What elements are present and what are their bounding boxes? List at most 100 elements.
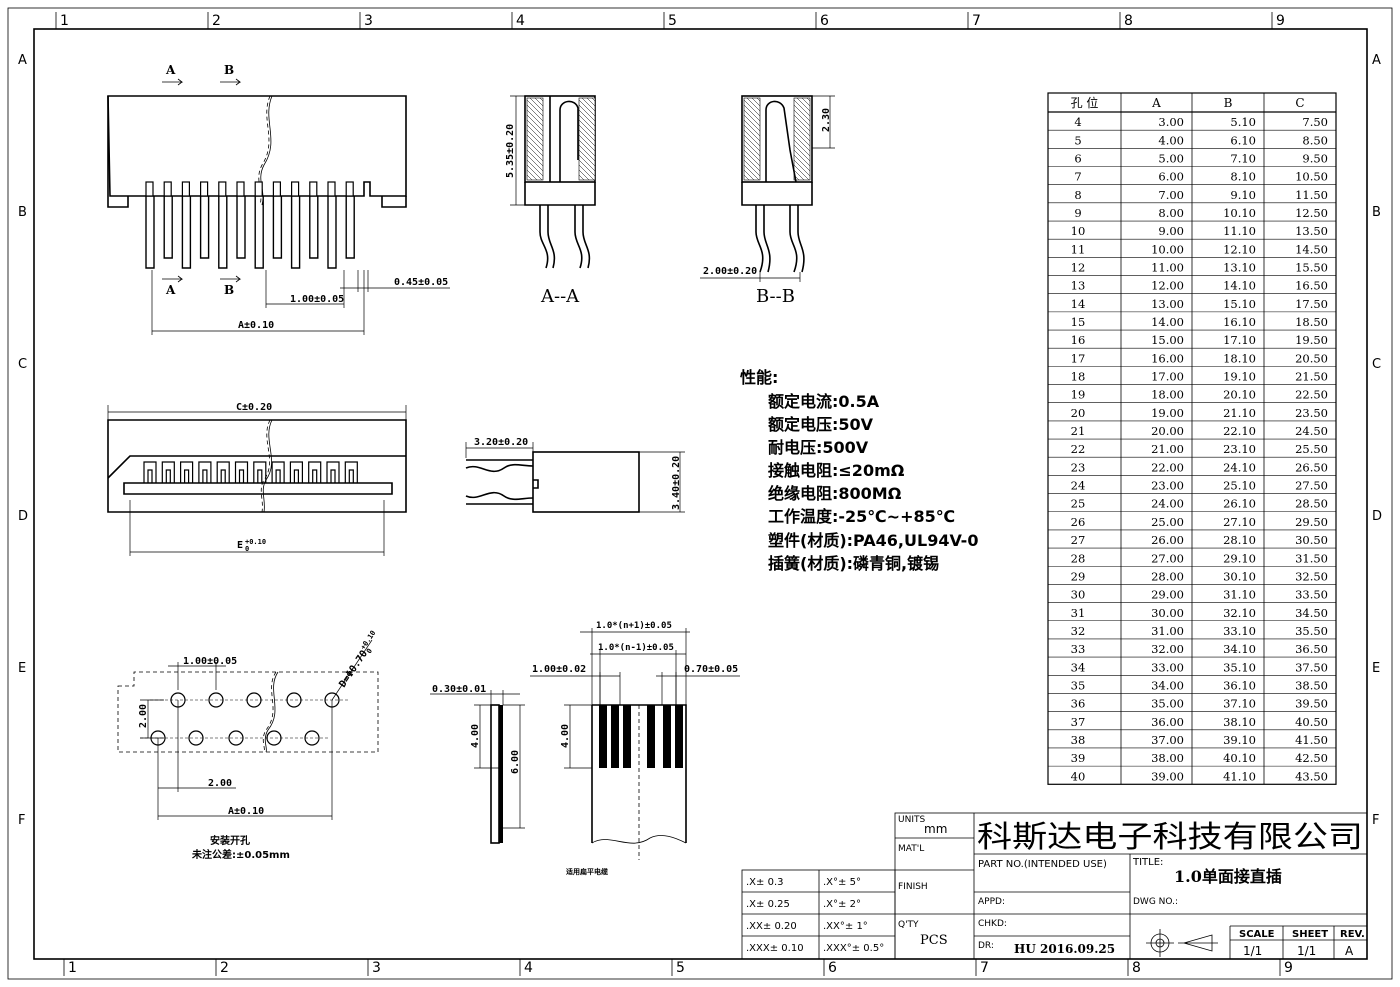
- table-cell: 6: [1074, 152, 1081, 166]
- spec-line: 额定电流:0.5A: [768, 392, 880, 411]
- table-cell: 40: [1071, 769, 1086, 783]
- ffc-conductors: [599, 705, 683, 768]
- frame-col-label: 6: [828, 960, 837, 976]
- table-cell: 18.00: [1151, 388, 1184, 402]
- dim-pcb-200h: 2.00: [208, 778, 232, 789]
- dim-c: C±0.20: [236, 402, 272, 413]
- table-cell: 10.00: [1151, 242, 1184, 256]
- ffc-conductor: [623, 705, 631, 768]
- fpc-note: 适用扁平电缆: [566, 867, 608, 876]
- hatch-line: [743, 114, 761, 132]
- hatch-line: [743, 109, 761, 127]
- table-cell: 34.10: [1223, 642, 1256, 656]
- pin-slot: [254, 181, 263, 197]
- frame-row-label: B: [18, 205, 27, 220]
- table-cell: 21.10: [1223, 406, 1256, 420]
- table-cell: 38.10: [1223, 715, 1256, 729]
- pin-slot: [291, 181, 300, 197]
- table-cell: 22.00: [1151, 460, 1184, 474]
- fpc-n-plus-1: 1.0*(n+1)±0.05: [596, 621, 672, 631]
- table-cell: 36.50: [1295, 642, 1328, 656]
- hatch-line: [793, 124, 811, 142]
- table-cell: 12: [1071, 261, 1086, 275]
- hatch-line: [793, 164, 810, 181]
- hatch-line: [578, 144, 596, 162]
- pin: [145, 196, 155, 269]
- scale-label: SCALE: [1239, 929, 1275, 940]
- table-cell: 37: [1071, 715, 1086, 729]
- hatch-line: [793, 129, 811, 147]
- table-cell: 16.50: [1295, 279, 1328, 293]
- hatch-line: [534, 97, 544, 107]
- rev-value: A: [1345, 944, 1354, 958]
- dim-pcb-pitch: 1.00±0.05: [183, 656, 237, 667]
- table-cell: 27.10: [1223, 515, 1256, 529]
- section-b-b-title: B--B: [756, 286, 795, 307]
- hatch-line: [751, 97, 761, 107]
- table-cell: 11: [1071, 242, 1086, 256]
- table-cell: 9.00: [1158, 224, 1184, 238]
- table-cell: 26.10: [1223, 497, 1256, 511]
- table-cell: 29.50: [1295, 515, 1328, 529]
- frame-col-label: 5: [676, 960, 685, 976]
- hatch-line: [578, 154, 596, 172]
- table-cell: 10: [1071, 224, 1086, 238]
- dim-340: 3.40±0.20: [671, 456, 682, 510]
- frame-row-label: D: [1372, 509, 1382, 524]
- table-cell: 15: [1071, 315, 1086, 329]
- table-cell: 9.10: [1230, 188, 1256, 202]
- table-cell: 11.00: [1151, 261, 1184, 275]
- frame-row-label: B: [1372, 205, 1381, 220]
- table-cell: 24: [1071, 479, 1086, 493]
- frame-col-label: 8: [1132, 960, 1141, 976]
- table-cell: 21.00: [1151, 442, 1184, 456]
- table-cell: 41.50: [1295, 733, 1328, 747]
- hatch-line: [578, 139, 596, 157]
- dim-pcb-a: A±0.10: [228, 806, 264, 817]
- ffc-conductor: [647, 705, 655, 768]
- hatch-line: [793, 144, 811, 162]
- frame-row-label: A: [18, 53, 27, 68]
- hatch-line: [793, 119, 811, 137]
- units-value: mm: [924, 822, 947, 836]
- dim-pin-width: 0.45±0.05: [394, 277, 448, 288]
- contact: [216, 461, 230, 483]
- table-cell: 41.10: [1223, 769, 1256, 783]
- hatch-line: [743, 99, 761, 117]
- table-cell: 4: [1074, 115, 1081, 129]
- table-cell: 6.10: [1230, 133, 1256, 147]
- hatch-line: [578, 174, 585, 181]
- hatch-line: [578, 119, 596, 137]
- table-cell: 4.00: [1158, 133, 1184, 147]
- spec-line: 绝缘电阻:800MΩ: [768, 484, 902, 503]
- finish-label: FINISH: [898, 882, 928, 892]
- frame-col-label: 8: [1124, 13, 1133, 29]
- tolerance-block: .X± 0.3 .X°± 5° .X± 0.25 .X°± 2° .XX± 0.…: [741, 869, 896, 960]
- appd-label: APPD:: [978, 897, 1005, 907]
- hatch-line: [793, 139, 811, 157]
- pin-slot: [272, 181, 281, 197]
- inner-frame: [33, 28, 1368, 960]
- frame-col-label: 7: [972, 13, 981, 29]
- table-cell: 40.10: [1223, 751, 1256, 765]
- spec-line: 塑件(材质):PA46,UL94V-0: [768, 531, 978, 550]
- pin: [218, 196, 228, 269]
- hatch-line: [743, 144, 761, 162]
- contact: [253, 461, 267, 483]
- table-cell: 23.00: [1151, 479, 1184, 493]
- ffc-conductor: [599, 705, 607, 768]
- ffc-conductor: [663, 705, 671, 768]
- table-cell: 34: [1071, 660, 1086, 674]
- hatch-line: [743, 154, 761, 172]
- hatch-line: [756, 97, 761, 102]
- hatch-line: [526, 124, 544, 142]
- table-cell: 5.10: [1230, 115, 1256, 129]
- frame-col-label: 3: [372, 960, 381, 976]
- fpc-030: 0.30±0.01: [432, 684, 486, 695]
- table-cell: 17.00: [1151, 370, 1184, 384]
- spec-line: 额定电压:50V: [768, 415, 874, 434]
- hatch-line: [581, 97, 596, 112]
- tol-linear: .XX± 0.20: [746, 921, 797, 932]
- hatch-line: [526, 129, 544, 147]
